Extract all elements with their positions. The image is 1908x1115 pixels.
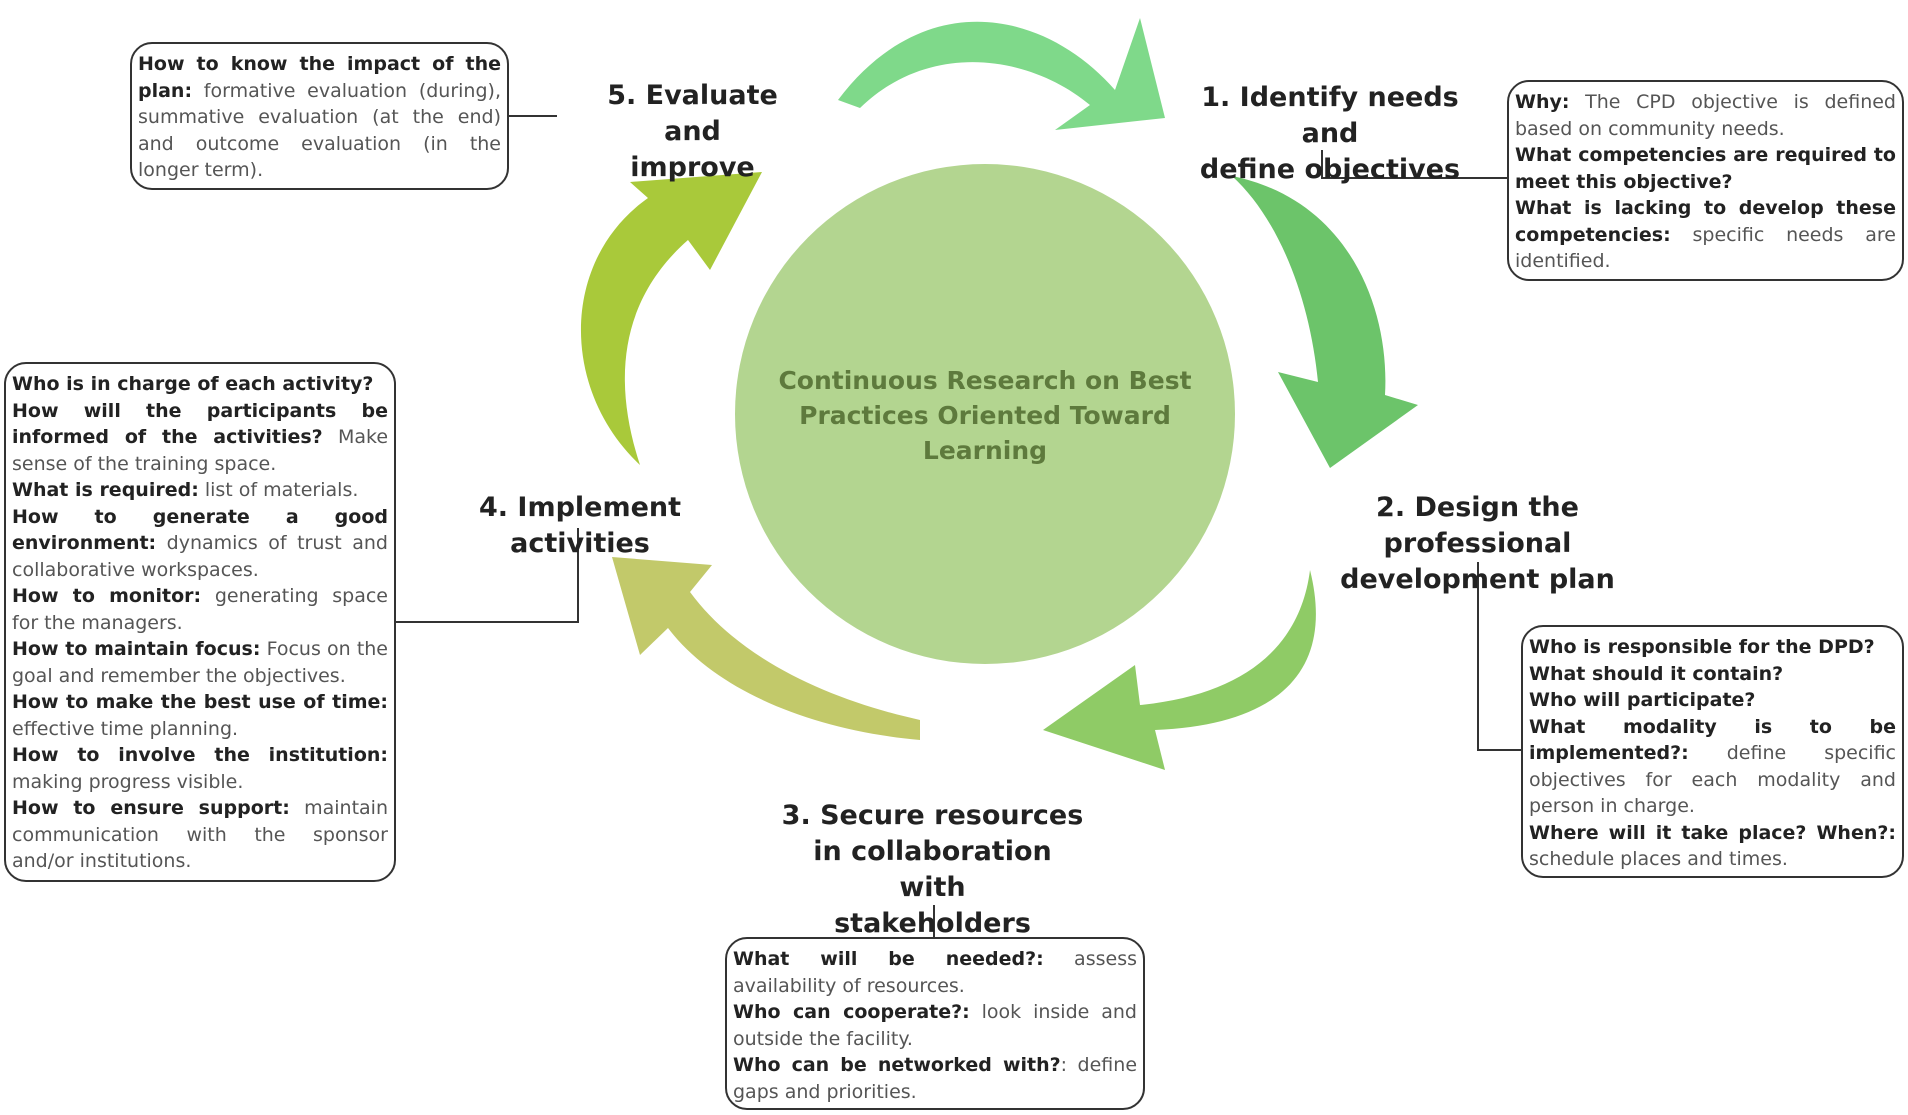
- stage-title-identify-line-2: define objectives: [1199, 154, 1461, 185]
- stage-title-design: 2. Design the professional development p…: [1290, 490, 1665, 598]
- stage-title-secure-line-3: stakeholders: [834, 908, 1031, 939]
- arrow-1-to-2: [1232, 176, 1418, 468]
- detail-question: What is required:: [12, 479, 199, 501]
- stage-title-design-line-2: development plan: [1340, 564, 1615, 595]
- detail-box-identify: Why: The CPD objective is defined based …: [1507, 80, 1904, 281]
- detail-item: How to make the best use of time: effect…: [12, 689, 388, 742]
- detail-question: Who is in charge of each activity?: [12, 373, 374, 395]
- stage-title-evaluate: 5. Evaluate and improve: [575, 78, 810, 186]
- detail-item: How to know the impact of the plan: form…: [138, 51, 501, 184]
- detail-answer: assess availability of resources.: [733, 948, 1137, 997]
- center-label: Continuous Research on Best Practices Or…: [778, 366, 1192, 465]
- detail-item: Who will participate?: [1529, 687, 1896, 714]
- detail-question: How to generate a good environment:: [12, 505, 388, 555]
- detail-item: How to generate a good environment: dyna…: [12, 504, 388, 584]
- detail-answer: specific needs are identified.: [1515, 223, 1896, 273]
- detail-item: How to involve the institution: making p…: [12, 742, 388, 795]
- detail-item: What modality is to be implemented?: def…: [1529, 714, 1896, 820]
- detail-answer: Make sense of the training space.: [12, 426, 389, 475]
- detail-item: What is lacking to develop these compete…: [1515, 195, 1896, 275]
- detail-answer: : define gaps and priorities.: [733, 1054, 1138, 1103]
- detail-item: Who is responsible for the DPD?: [1529, 634, 1896, 661]
- arrow-4-to-5: [580, 172, 762, 465]
- detail-item: How to maintain focus: Focus on the goal…: [12, 636, 388, 689]
- stage-title-identify: 1. Identify needs and define objectives: [1180, 80, 1480, 188]
- detail-item: What should it contain?: [1529, 661, 1896, 688]
- detail-question: What will be needed?:: [733, 948, 1044, 970]
- detail-item: What will be needed?: assess availabilit…: [733, 946, 1137, 999]
- detail-item: Who is in charge of each activity?: [12, 371, 388, 398]
- detail-answer: maintain communication with the sponsor …: [12, 797, 388, 872]
- detail-question: What should it contain?: [1529, 662, 1784, 685]
- detail-item: Why: The CPD objective is defined based …: [1515, 89, 1896, 142]
- detail-question: What modality is to be implemented?:: [1529, 715, 1896, 765]
- detail-question: How to know the impact of the plan:: [138, 53, 501, 102]
- arrow-5-to-1: [838, 18, 1165, 130]
- stage-title-design-line-1: 2. Design the professional: [1376, 492, 1579, 559]
- detail-answer: schedule places and times.: [1529, 848, 1788, 870]
- detail-question: Why:: [1515, 91, 1570, 113]
- detail-answer: define specific objectives for each moda…: [1529, 742, 1896, 817]
- stage-title-evaluate-line-1: 5. Evaluate and: [607, 80, 778, 147]
- detail-item: Where will it take place? When?: schedul…: [1529, 820, 1896, 873]
- detail-question: How to monitor:: [12, 585, 202, 607]
- detail-question: What is lacking to develop these compete…: [1515, 197, 1896, 246]
- stage-title-secure-line-2: in collaboration with: [813, 836, 1052, 903]
- detail-answer: The CPD objective is defined based on co…: [1515, 91, 1896, 140]
- detail-question: How to ensure support:: [12, 797, 290, 819]
- detail-question: How to involve the institution:: [12, 744, 388, 766]
- detail-item: Who can cooperate?: look inside and outs…: [733, 999, 1137, 1052]
- stage-title-secure-line-1: 3. Secure resources: [781, 800, 1084, 831]
- stage-title-evaluate-line-2: improve: [630, 152, 755, 183]
- detail-question: Who can be networked with?: [733, 1054, 1061, 1076]
- detail-question: How will the participants be informed of…: [12, 399, 388, 449]
- detail-question: How to maintain focus:: [12, 638, 261, 660]
- detail-item: What competencies are required to meet t…: [1515, 142, 1896, 195]
- detail-answer: generating space for the managers.: [12, 585, 388, 634]
- detail-answer: look inside and outside the facility.: [733, 1001, 1137, 1050]
- arrow-2-to-3: [1043, 570, 1316, 770]
- detail-answer: making progress visible.: [12, 770, 244, 793]
- detail-question: Where will it take place? When?:: [1529, 821, 1896, 844]
- detail-question: What competencies are required to meet t…: [1515, 144, 1896, 193]
- detail-box-evaluate: How to know the impact of the plan: form…: [130, 42, 509, 190]
- detail-question: How to make the best use of time:: [12, 691, 388, 713]
- stage-title-identify-line-1: 1. Identify needs and: [1201, 82, 1459, 149]
- detail-answer: dynamics of trust and collaborative work…: [12, 532, 388, 581]
- detail-item: How will the participants be informed of…: [12, 398, 388, 478]
- connector-identify: [1321, 150, 1507, 179]
- detail-question: Who can cooperate?:: [733, 1001, 970, 1023]
- detail-answer: formative evaluation (during), summative…: [138, 79, 501, 182]
- connector-implement: [396, 528, 579, 623]
- detail-box-secure: What will be needed?: assess availabilit…: [725, 937, 1145, 1110]
- detail-item: Who can be networked with?: define gaps …: [733, 1052, 1137, 1105]
- detail-item: How to ensure support: maintain communic…: [12, 795, 388, 875]
- detail-answer: list of materials.: [198, 479, 359, 501]
- detail-item: How to monitor: generating space for the…: [12, 583, 388, 636]
- arrow-3-to-4: [612, 557, 920, 740]
- connector-design: [1477, 562, 1521, 751]
- stage-title-secure: 3. Secure resources in collaboration wit…: [780, 798, 1085, 942]
- detail-question: Who will participate?: [1529, 689, 1756, 711]
- detail-box-implement: Who is in charge of each activity? How w…: [4, 362, 396, 882]
- center-circle: [735, 164, 1235, 664]
- stage-title-implement-line-1: 4. Implement activities: [478, 492, 682, 559]
- detail-answer: effective time planning.: [12, 717, 239, 740]
- detail-item: What is required: list of materials.: [12, 477, 388, 504]
- detail-box-design: Who is responsible for the DPD? What sho…: [1521, 625, 1904, 878]
- detail-answer: Focus on the goal and remember the objec…: [12, 638, 388, 687]
- detail-question: Who is responsible for the DPD?: [1529, 636, 1875, 658]
- stage-title-implement: 4. Implement activities: [410, 490, 750, 562]
